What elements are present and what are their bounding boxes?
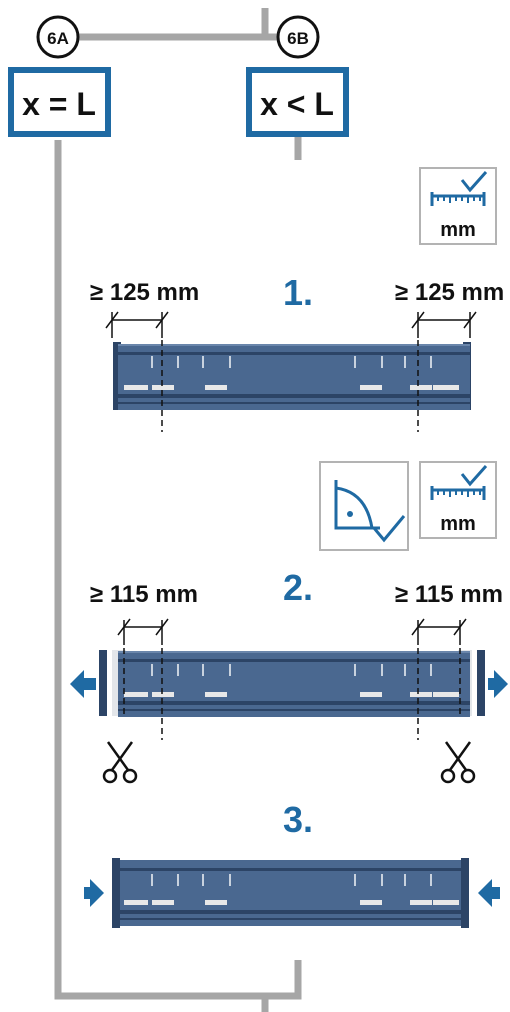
svg-text:6A: 6A: [47, 29, 69, 48]
angle-check-icon: [319, 461, 409, 551]
arrow-in-right-icon: [478, 879, 500, 907]
condition-box-equal: x = L: [8, 67, 111, 137]
rail-step-2: [99, 650, 485, 717]
svg-text:mm: mm: [440, 513, 476, 535]
step-1-dimension-right: ≥ 125 mm: [395, 279, 504, 306]
svg-text:mm: mm: [440, 219, 476, 241]
dimension-line-step-2: [117, 618, 467, 645]
rail-step-1: [113, 342, 471, 410]
svg-text:6B: 6B: [287, 29, 309, 48]
arrow-left-icon: [70, 670, 96, 698]
arrow-right-icon: [488, 670, 508, 698]
step-3-number: 3.: [283, 799, 313, 840]
scissors-icon: [102, 741, 138, 784]
centerline-step-1: [161, 340, 419, 432]
condition-box-less: x < L: [246, 67, 349, 137]
ruler-check-icon: mm: [418, 166, 498, 246]
badge-6b: 6B: [276, 15, 320, 59]
step-1-number: 1.: [283, 272, 313, 313]
dimension-line-step-1: [105, 311, 477, 338]
arrow-in-left-icon: [84, 879, 104, 907]
step-2-dimension-left: ≥ 115 mm: [90, 581, 198, 608]
connector-lines: [54, 8, 302, 1012]
scissors-icon-right: [440, 741, 476, 784]
step-2-dimension-right: ≥ 115 mm: [395, 581, 503, 608]
badge-6a: 6A: [36, 15, 80, 59]
centerline-step-2: [123, 648, 461, 740]
rail-step-3: [112, 858, 469, 928]
svg-text:x < L: x < L: [260, 86, 334, 122]
ruler-check-icon-2: mm: [418, 460, 498, 540]
svg-text:x = L: x = L: [22, 86, 96, 122]
step-1-dimension-left: ≥ 125 mm: [90, 279, 199, 306]
step-2-number: 2.: [283, 567, 313, 608]
